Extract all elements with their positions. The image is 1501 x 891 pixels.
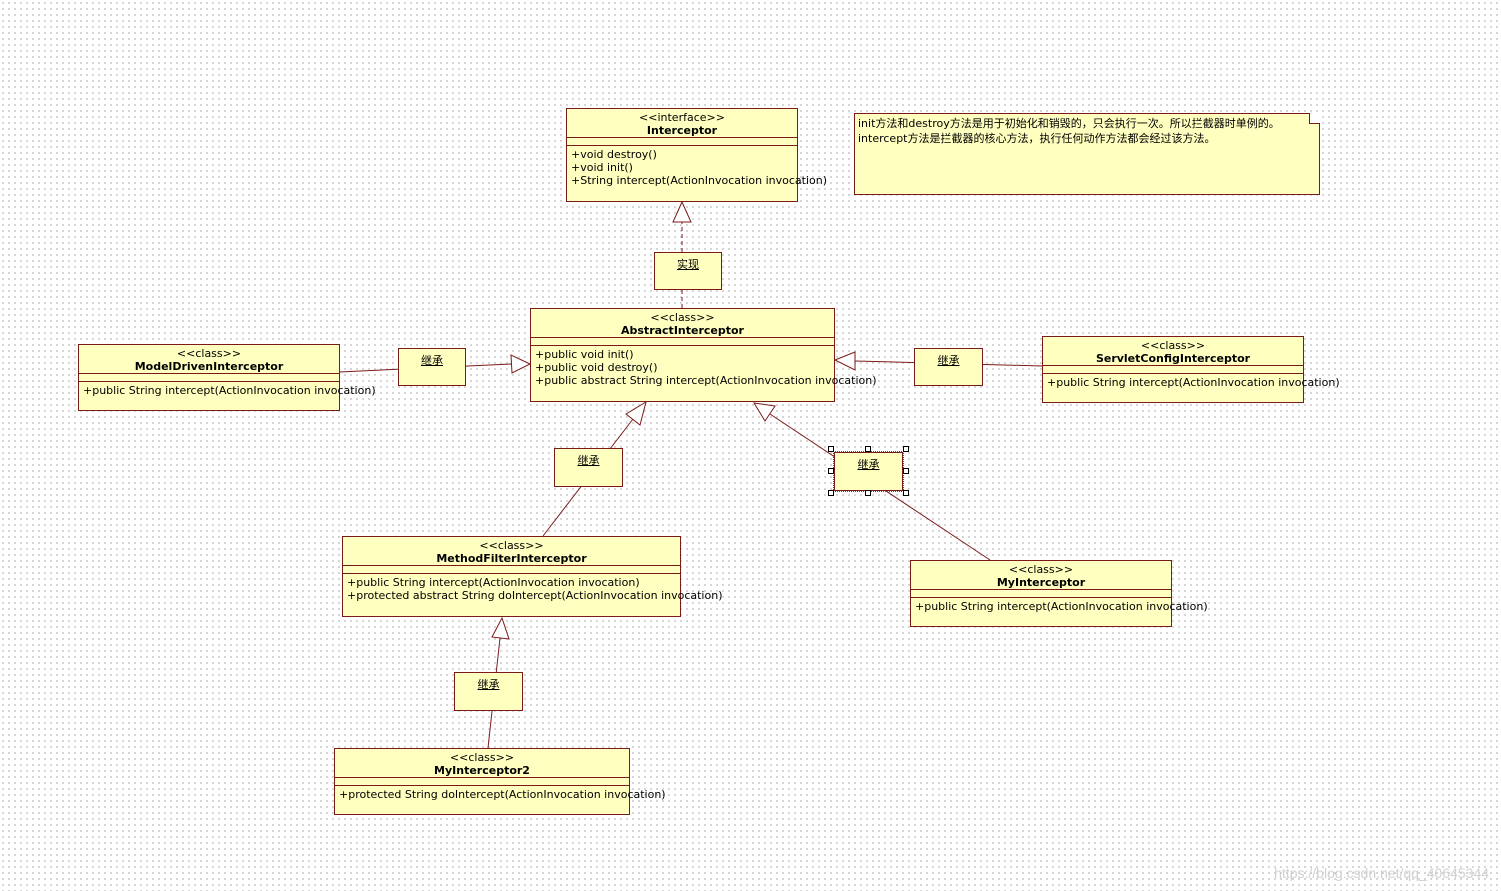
operations-compartment: +public String intercept(ActionInvocatio… [343,574,723,604]
generalization-arrowhead-method-filter [625,400,647,426]
operations-compartment: +public String intercept(ActionInvocatio… [79,382,376,399]
label-extends-model-driven[interactable]: 继承 [398,348,466,386]
label-extends-my-interceptor2[interactable]: 继承 [454,672,523,711]
class-model-driven-interceptor[interactable]: <<class>> ModelDrivenInterceptor +public… [78,344,376,411]
class-header: <<class>> ServletConfigInterceptor [1043,337,1303,366]
label-extends-method-filter[interactable]: 继承 [554,448,623,487]
label-text: 继承 [421,354,443,367]
class-interceptor[interactable]: <<interface>> Interceptor +void destroy(… [566,108,828,202]
class-header: <<interface>> Interceptor [567,109,797,138]
attributes-compartment [79,374,339,382]
label-text: 实现 [677,258,699,271]
operation: +public abstract String intercept(Action… [535,374,877,387]
class-abstract-interceptor[interactable]: <<class>> AbstractInterceptor +public vo… [530,308,877,402]
note-fold-corner [1309,113,1320,124]
operation: +String intercept(ActionInvocation invoc… [571,174,828,187]
stereotype-label: <<class>> [650,311,715,324]
note-comment[interactable]: init方法和destroy方法是用于初始化和销毁的，只会执行一次。所以拦截器时… [854,113,1320,195]
selection-handle[interactable] [865,490,871,496]
selection-handle[interactable] [828,490,834,496]
class-name: ModelDrivenInterceptor [134,360,284,373]
label-text: 继承 [477,678,500,691]
realization-arrowhead [672,200,692,223]
watermark: https://blog.csdn.net/qq_40645344 [1274,865,1489,881]
class-method-filter-interceptor[interactable]: <<class>> MethodFilterInterceptor +publi… [342,536,723,617]
class-header: <<class>> AbstractInterceptor [531,309,834,338]
label-text: 继承 [577,454,600,467]
label-text: 继承 [937,354,960,367]
generalization-arrowhead-model-driven [510,354,532,374]
note-line: intercept方法是拦截器的核心方法，执行任何动作方法都会经过该方法。 [858,132,1216,145]
operation: +protected String doIntercept(ActionInvo… [339,788,666,801]
class-servlet-config-interceptor[interactable]: <<class>> ServletConfigInterceptor +publ… [1042,336,1340,403]
attributes-compartment [335,778,629,786]
generalization-arrowhead-my-interceptor [753,402,776,422]
operation: +void destroy() [571,148,657,161]
operation: +void init() [571,161,633,174]
selection-handle[interactable] [903,490,909,496]
class-name: ServletConfigInterceptor [1095,352,1251,365]
selection-handle[interactable] [903,468,909,474]
selection-handle[interactable] [828,446,834,452]
class-header: <<class>> MyInterceptor2 [335,749,629,778]
operation: +public String intercept(ActionInvocatio… [915,600,1208,613]
attributes-compartment [911,590,1171,598]
operation: +protected abstract String doIntercept(A… [347,589,723,602]
selection-handle[interactable] [903,446,909,452]
operation: +public String intercept(ActionInvocatio… [83,384,376,397]
stereotype-label: <<class>> [1140,339,1206,352]
operations-compartment: +public String intercept(ActionInvocatio… [911,598,1208,615]
stereotype-label: <<class>> [479,539,544,552]
class-name: Interceptor [646,124,718,137]
selection-handle[interactable] [865,446,871,452]
class-name: MethodFilterInterceptor [436,552,587,565]
class-header: <<class>> MethodFilterInterceptor [343,537,680,566]
stereotype-label: <<class>> [176,347,242,360]
operations-compartment: +public String intercept(ActionInvocatio… [1043,374,1340,391]
class-my-interceptor[interactable]: <<class>> MyInterceptor +public String i… [910,560,1208,627]
attributes-compartment [567,138,797,146]
attributes-compartment [531,338,834,346]
label-implements[interactable]: 实现 [654,252,722,290]
class-name: MyInterceptor [996,576,1086,589]
label-extends-my-interceptor[interactable]: 继承 [833,451,904,492]
generalization-arrowhead-servlet-config [833,351,856,371]
operation: +public void destroy() [535,361,658,374]
label-extends-servlet-config[interactable]: 继承 [914,348,983,386]
selection-handle[interactable] [828,468,834,474]
stereotype-label: <<interface>> [639,111,725,124]
class-header: <<class>> ModelDrivenInterceptor [79,345,339,374]
note-line: init方法和destroy方法是用于初始化和销毁的，只会执行一次。所以拦截器时… [858,117,1280,130]
operation: +public String intercept(ActionInvocatio… [347,576,640,589]
attributes-compartment [1043,366,1303,374]
operations-compartment: +void destroy() +void init() +String int… [567,146,828,189]
attributes-compartment [343,566,680,574]
stereotype-label: <<class>> [449,751,515,764]
class-header: <<class>> MyInterceptor [911,561,1171,590]
operation: +public String intercept(ActionInvocatio… [1047,376,1340,389]
stereotype-label: <<class>> [1008,563,1074,576]
operation: +public void init() [535,348,634,361]
operations-compartment: +public void init() +public void destroy… [531,346,877,389]
class-name: MyInterceptor2 [434,764,530,777]
generalization-arrowhead-my-interceptor2 [491,616,510,640]
operations-compartment: +protected String doIntercept(ActionInvo… [335,786,666,803]
label-text: 继承 [857,458,880,471]
class-name: AbstractInterceptor [621,324,744,337]
class-my-interceptor2[interactable]: <<class>> MyInterceptor2 +protected Stri… [334,748,666,815]
